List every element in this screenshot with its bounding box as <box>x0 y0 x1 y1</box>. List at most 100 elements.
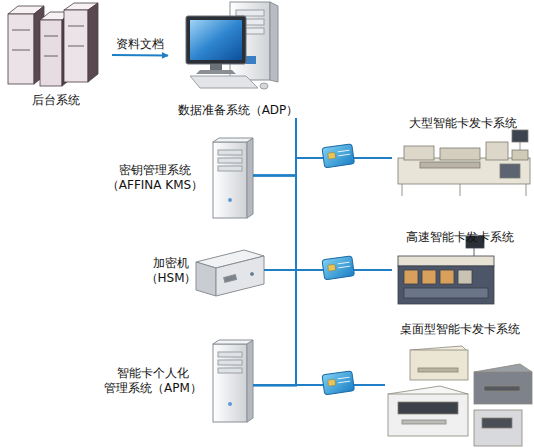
large-issuing-machine <box>420 162 480 168</box>
system-node: 后台系统 <box>0 0 112 108</box>
high-speed-issuing-machine <box>404 288 488 298</box>
desktop-card-printers <box>474 372 532 404</box>
server-tower <box>218 360 242 365</box>
server-tower <box>213 138 253 142</box>
large-issuing-machine <box>440 148 480 160</box>
hsm-device <box>216 256 264 296</box>
system-node: 智能卡个人化 管理系统（APM） <box>98 338 253 424</box>
smart-card-icons <box>322 256 354 280</box>
smart-card-icons <box>338 150 350 152</box>
server-tower <box>213 340 253 422</box>
large-issuing-machine <box>398 130 530 196</box>
bus-connector <box>253 158 392 176</box>
server-tower <box>218 352 242 357</box>
smart-card-icons <box>322 144 354 168</box>
desktop-card-printers <box>388 394 468 436</box>
node-label: 后台系统 <box>0 93 112 108</box>
label-group: 智能卡个人化 管理系统（APM） <box>98 366 208 396</box>
label-group: 后台系统 <box>0 93 112 108</box>
desktop-card-printers <box>418 368 458 372</box>
large-issuing-machine <box>486 142 508 160</box>
large-issuing-machine <box>460 184 461 196</box>
hsm-device <box>196 250 264 296</box>
bus-connector <box>253 384 385 386</box>
server-tower <box>228 402 232 406</box>
node-label: 高速智能卡发卡系统 <box>392 230 528 245</box>
large-issuing-machine <box>402 184 403 196</box>
smart-card-icons <box>338 154 350 156</box>
server-racks <box>44 36 58 37</box>
smart-card-icons <box>338 262 350 264</box>
smart-card-icons <box>322 256 354 280</box>
system-node: 桌面型智能卡发卡系统 <box>385 322 534 448</box>
server-racks <box>68 26 84 27</box>
smart-card-icons <box>338 266 350 268</box>
smart-card-icons <box>328 152 336 159</box>
system-node: 数据准备系统（ADP） <box>168 0 308 118</box>
label-group: 密钥管理系统 （AFFINA KMS） <box>100 163 210 193</box>
high-speed-issuing-machine <box>398 236 494 304</box>
smart-card-icons <box>322 371 354 395</box>
bus-connector <box>253 270 392 385</box>
system-node: 加密机 （HSM） <box>140 245 264 297</box>
node-label: 加密机 （HSM） <box>140 256 202 286</box>
high-speed-issuing-machine <box>404 270 418 284</box>
server-tower <box>247 340 253 422</box>
system-node: 大型智能卡发卡系统 <box>392 116 534 200</box>
connector-layer <box>112 55 392 385</box>
server-tower <box>213 138 253 218</box>
server-tower <box>218 368 242 373</box>
label-group: 大型智能卡发卡系统 <box>392 116 534 131</box>
large-issuing-machine <box>512 130 528 142</box>
smart-card-icons <box>322 144 354 395</box>
desktop-card-printers <box>410 350 468 380</box>
large-issuing-machine <box>526 184 527 196</box>
bus-connector <box>253 176 392 270</box>
computer-illustration <box>260 83 268 89</box>
computer-illustration <box>270 2 278 82</box>
smart-card-icons <box>322 371 354 395</box>
computer-illustration <box>210 64 222 70</box>
bus-connector <box>264 270 385 385</box>
desktop-card-printers <box>474 410 522 446</box>
server-tower <box>247 138 253 218</box>
server-tower <box>213 340 253 344</box>
computer-illustration <box>196 70 236 74</box>
high-speed-issuing-machine <box>458 270 472 284</box>
server-racks <box>44 56 58 57</box>
server-racks <box>12 50 30 51</box>
bus-connector <box>253 158 392 385</box>
desktop-card-printers <box>388 346 532 446</box>
server-tower <box>218 166 242 171</box>
computer-illustration <box>190 20 242 60</box>
large-issuing-machine <box>520 142 521 150</box>
high-speed-issuing-machine <box>398 266 494 304</box>
system-node: 高速智能卡发卡系统 <box>392 230 528 310</box>
hsm-device <box>196 262 216 296</box>
hsm-device <box>250 272 253 275</box>
node-label: 桌面型智能卡发卡系统 <box>385 322 534 337</box>
smart-card-icons <box>328 379 336 386</box>
high-speed-issuing-machine <box>398 256 494 266</box>
server-tower <box>213 142 247 218</box>
large-issuing-machine <box>404 146 434 160</box>
server-tower <box>218 158 242 163</box>
server-tower <box>213 344 247 422</box>
server-tower <box>218 150 242 155</box>
desktop-card-printers <box>482 418 512 428</box>
server-racks <box>8 3 98 86</box>
desktop-card-printers <box>398 402 458 414</box>
high-speed-issuing-machine <box>422 270 436 284</box>
label-group: 数据准备系统（ADP） <box>168 103 308 118</box>
large-issuing-machine <box>398 158 530 184</box>
desktop-card-printers <box>402 420 446 424</box>
computer-illustration <box>246 56 256 64</box>
node-label: 智能卡个人化 管理系统（APM） <box>98 366 208 396</box>
system-node: 密钥管理系统 （AFFINA KMS） <box>100 138 253 218</box>
bus-connector <box>296 118 392 270</box>
desktop-card-printers <box>484 386 520 391</box>
computer-illustration <box>186 16 246 64</box>
node-label: 数据准备系统（ADP） <box>168 103 308 118</box>
